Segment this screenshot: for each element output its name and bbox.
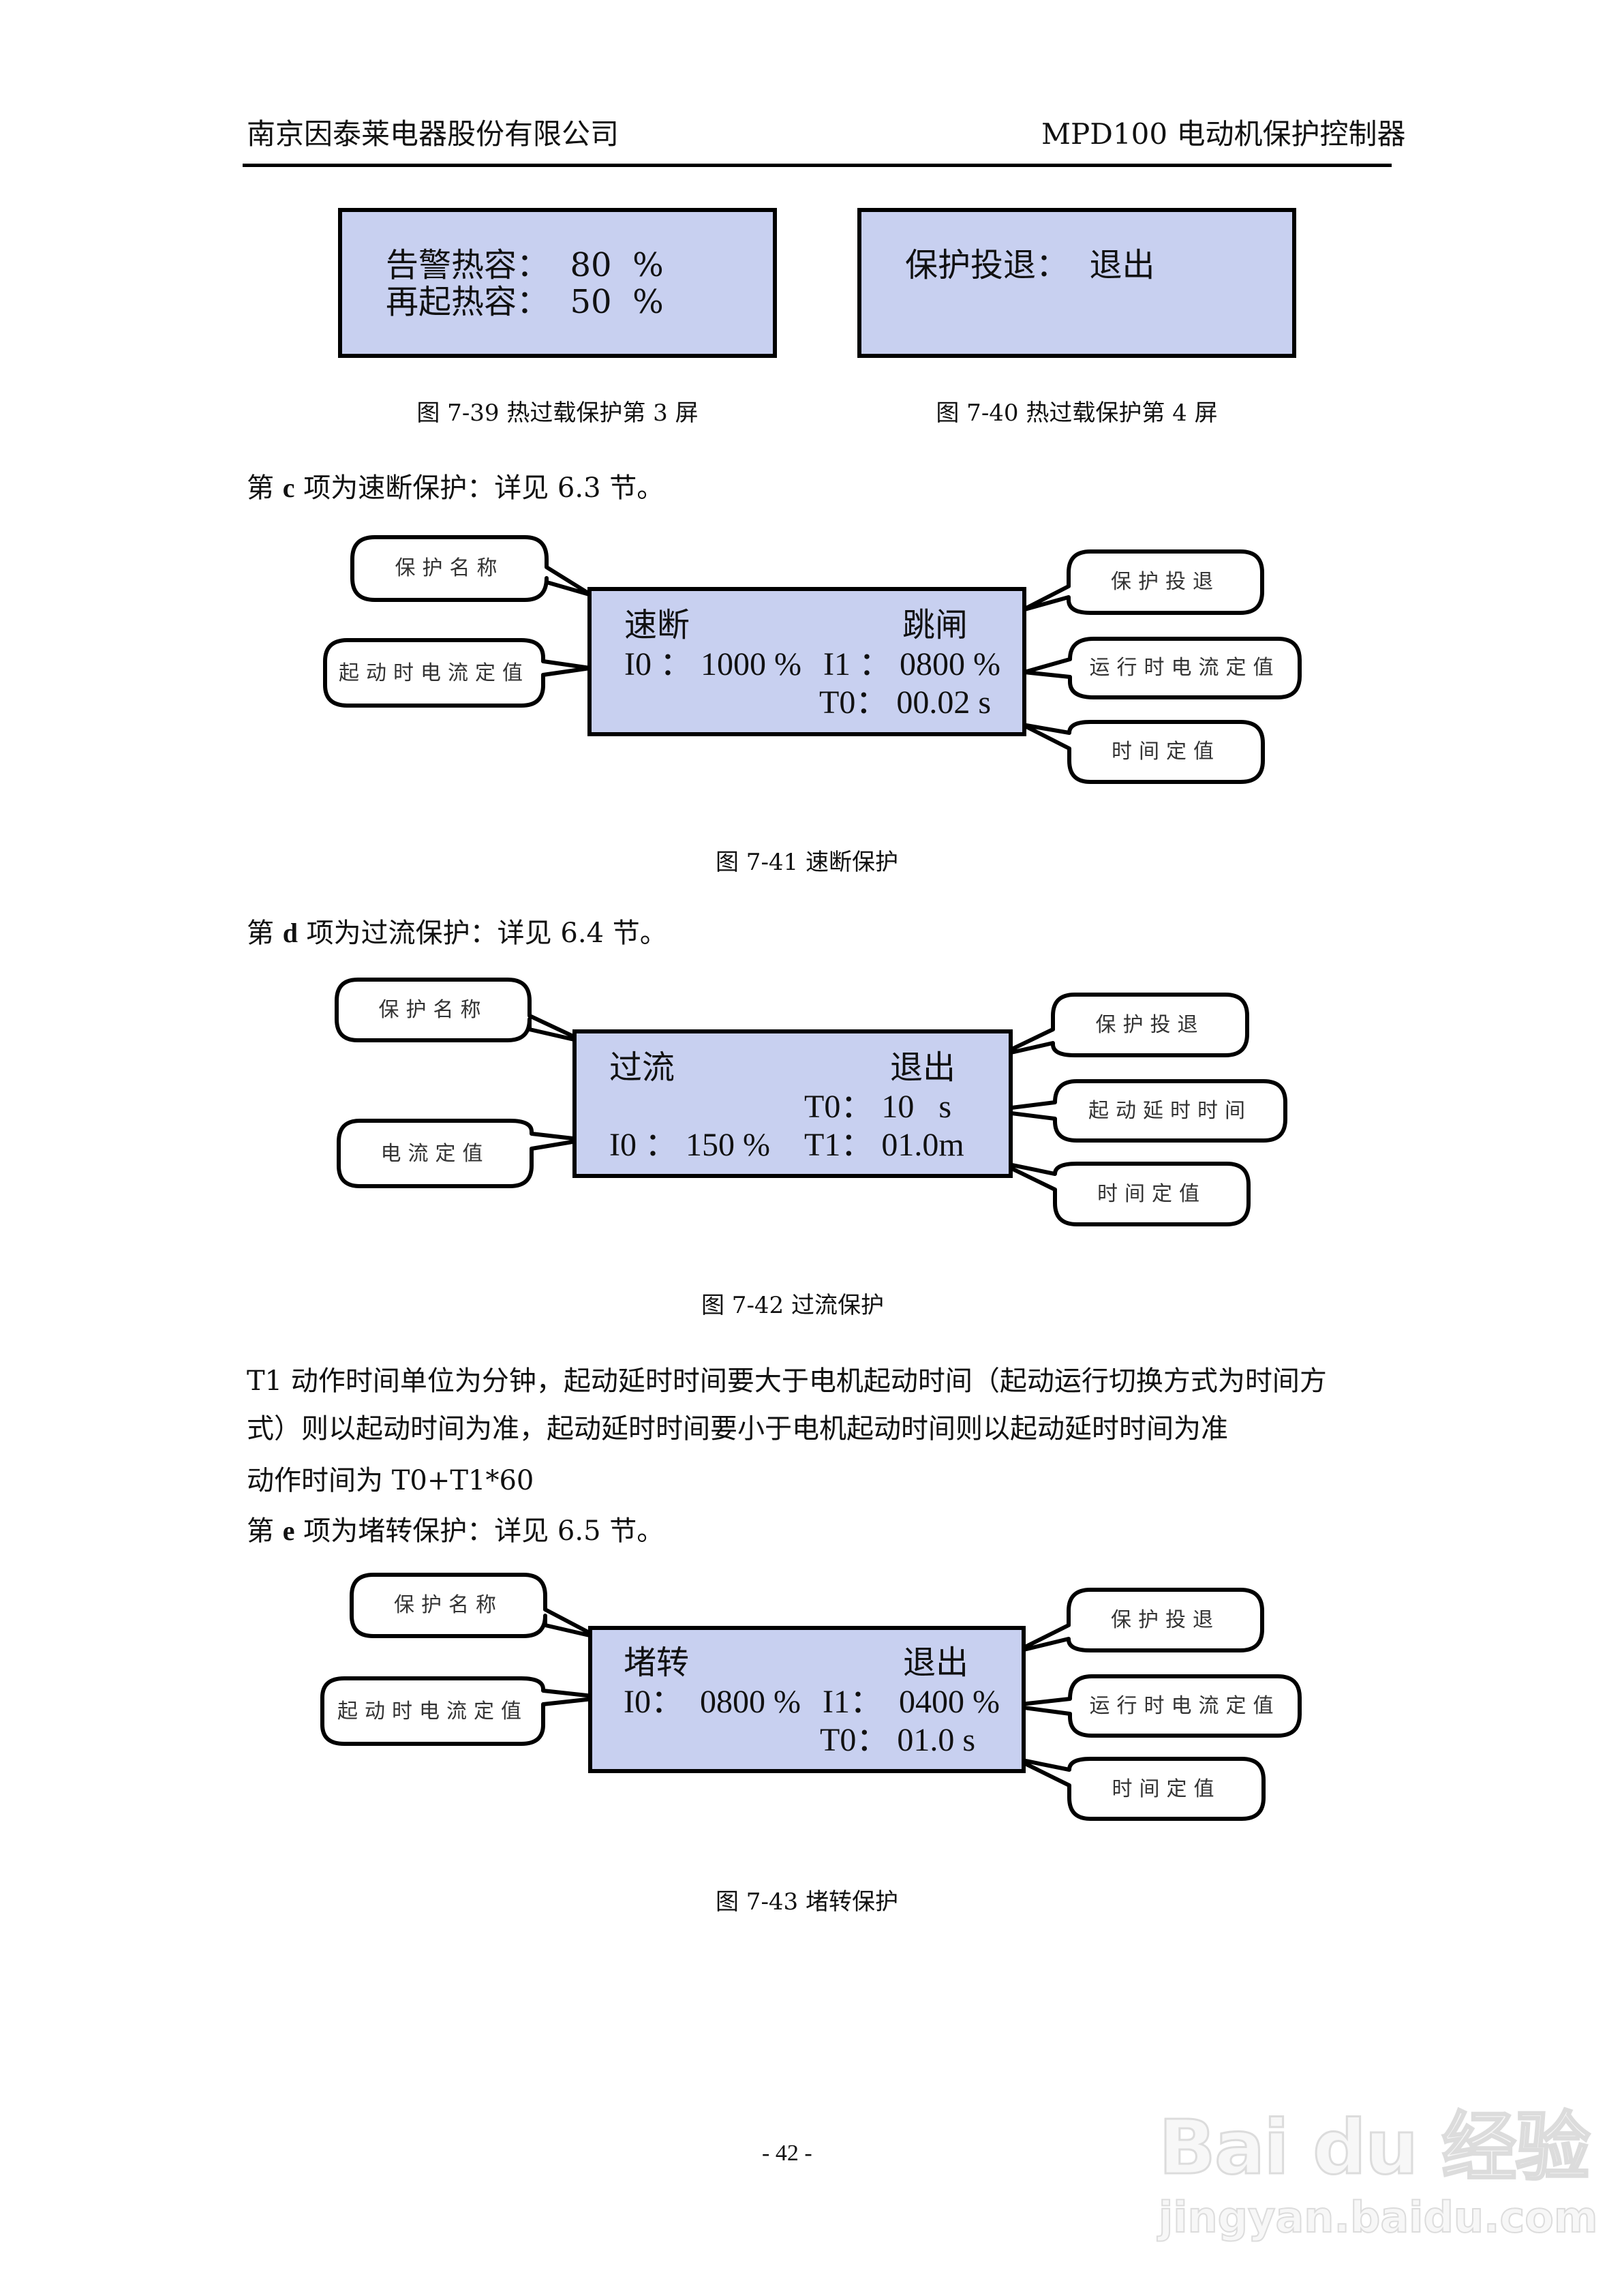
section-d-prefix: 第 [247, 918, 283, 949]
callout-protection-name: 保护名称 [394, 1593, 503, 1617]
lcd-protection-status: 退出 [890, 1048, 956, 1087]
lcd-i1-value: I1 ： 0800 % [823, 646, 1000, 682]
figure-caption-7-39: 图 7-39 热过载保护第 3 屏 [416, 399, 699, 427]
callout-start-delay: 起动延时时间 [1088, 1099, 1252, 1123]
callout-protection-enable: 保护投退 [1111, 1608, 1220, 1632]
header-product: MPD100 电动机保护控制器 [1041, 117, 1406, 151]
callout-current-setting: 电流定值 [380, 1142, 490, 1166]
lcd-t0-value: T0： 00.02 s [819, 684, 992, 721]
lcd-i0-value: I0 ： 1000 % [624, 646, 801, 682]
baidu-logo-icon: Bai du 经验 [1157, 2104, 1591, 2191]
lcd-t0-value: T0： 01.0 s [820, 1722, 976, 1758]
section-d-text: 项为过流保护：详见 6.4 节。 [297, 918, 667, 949]
section-e-text: 项为堵转保护：详见 6.5 节。 [294, 1515, 664, 1547]
section-d-heading: 第 d 项为过流保护：详见 6.4 节。 [247, 917, 667, 950]
lcd-i0-value: I0： 0800 % [624, 1684, 801, 1720]
callout-time-setting: 时间定值 [1112, 740, 1221, 764]
figure-caption-7-42: 图 7-42 过流保护 [701, 1292, 884, 1319]
section-e-letter: e [282, 1515, 295, 1546]
header-rule [243, 164, 1392, 167]
lcd-protection-name: 堵转 [624, 1644, 690, 1682]
lcd-line-protection-enable: 保护投退： 退出 [905, 246, 1155, 284]
section-c-heading: 第 c 项为速断保护：详见 6.3 节。 [247, 472, 664, 504]
lcd-i1-value: I1： 0400 % [823, 1684, 1000, 1720]
figure-caption-7-40: 图 7-40 热过载保护第 4 屏 [936, 399, 1218, 427]
lcd-screen-7-43: 堵转 退出 I0： 0800 % I1： 0400 % T0： 01.0 s [588, 1626, 1026, 1773]
callout-run-current: 运行时电流定值 [1089, 656, 1281, 680]
figure-caption-7-41: 图 7-41 速断保护 [716, 849, 898, 876]
header-company: 南京因泰莱电器股份有限公司 [247, 117, 619, 151]
lcd-protection-name: 过流 [609, 1048, 675, 1087]
lcd-protection-name: 速断 [624, 606, 690, 644]
callout-protection-enable: 保护投退 [1095, 1013, 1205, 1037]
lcd-screen-7-42: 过流 退出 T0： 10 s I0 ： 150 % T1： 01.0m [572, 1029, 1013, 1178]
paragraph-line-3: 动作时间为 T0+T1*60 [247, 1465, 534, 1496]
lcd-protection-status: 跳闸 [902, 606, 968, 644]
section-c-text: 项为速断保护：详见 6.3 节。 [294, 472, 664, 504]
callout-time-setting: 时间定值 [1097, 1182, 1206, 1206]
section-e-prefix: 第 [247, 1515, 283, 1547]
callout-protection-name: 保护名称 [395, 556, 504, 580]
callout-protection-name: 保护名称 [378, 998, 488, 1022]
paragraph-line-2: 式）则以起动时间为准，起动延时时间要小于电机起动时间则以起动延时时间为准 [247, 1413, 1228, 1445]
lcd-screen-7-41: 速断 跳闸 I0 ： 1000 % I1 ： 0800 % T0： 00.02 … [587, 587, 1026, 736]
lcd-t1-value: T1： 01.0m [804, 1127, 964, 1163]
lcd-i0-value: I0 ： 150 % [609, 1127, 770, 1163]
lcd-t0-value: T0： 10 s [804, 1089, 952, 1125]
paragraph-line-1: T1 动作时间单位为分钟，起动延时时间要大于电机起动时间（起动运行切换方式为时间… [247, 1365, 1327, 1397]
watermark-url: jingyan.baidu.com [1158, 2192, 1598, 2242]
page-number: - 42 - [762, 2141, 812, 2166]
section-c-letter: c [282, 472, 295, 503]
lcd-line-restart-heat: 再起热容： 50 % [386, 283, 664, 321]
callout-protection-enable: 保护投退 [1111, 570, 1220, 594]
lcd-screen-7-40: 保护投退： 退出 [857, 208, 1296, 358]
callout-start-current: 起动时电流定值 [339, 661, 530, 685]
section-d-letter: d [282, 918, 298, 948]
section-c-prefix: 第 [247, 472, 283, 504]
section-e-heading: 第 e 项为堵转保护：详见 6.5 节。 [247, 1515, 664, 1547]
figure-caption-7-43: 图 7-43 堵转保护 [716, 1888, 898, 1916]
baidu-jingyan-watermark: Bai du 经验 jingyan.baidu.com [1157, 2104, 1598, 2242]
lcd-screen-7-39: 告警热容： 80 % 再起热容： 50 % [338, 208, 777, 358]
callout-run-current: 运行时电流定值 [1089, 1694, 1281, 1718]
lcd-protection-status: 退出 [903, 1644, 969, 1682]
callout-time-setting: 时间定值 [1112, 1777, 1221, 1801]
callout-start-current: 起动时电流定值 [337, 1700, 528, 1723]
lcd-line-alarm-heat: 告警热容： 80 % [386, 246, 664, 284]
